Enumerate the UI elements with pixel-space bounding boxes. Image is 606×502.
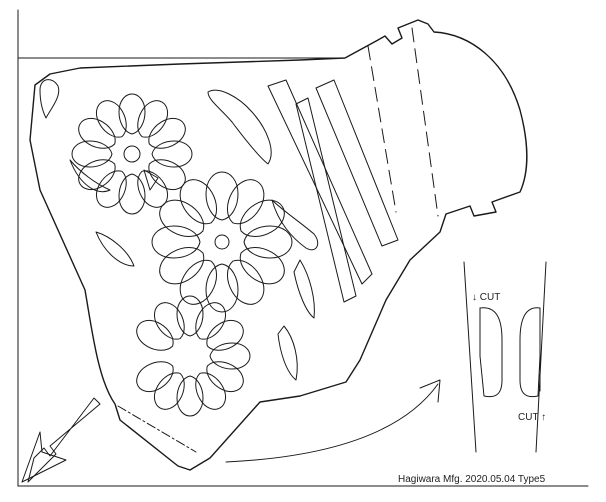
cut-up-label: CUT ↑ — [518, 412, 546, 423]
cut-down-label: ↓ CUT — [472, 292, 500, 303]
flower-large — [71, 93, 193, 215]
scallop-bands — [39, 79, 319, 381]
fold-lines — [367, 27, 439, 217]
cut-detail: ↓ CUT CUT ↑ — [463, 261, 547, 453]
piece-outline — [29, 19, 528, 471]
frame — [17, 9, 589, 487]
down-left-arrow-icon — [21, 397, 101, 483]
credit-text: Hagiwara Mfg. 2020.05.04 Type5 — [398, 474, 546, 485]
bottom-fold-line — [117, 405, 197, 453]
curved-arrow-icon — [225, 379, 441, 463]
slots — [267, 79, 399, 303]
flower-center — [151, 171, 293, 313]
flower-lower — [131, 295, 251, 417]
